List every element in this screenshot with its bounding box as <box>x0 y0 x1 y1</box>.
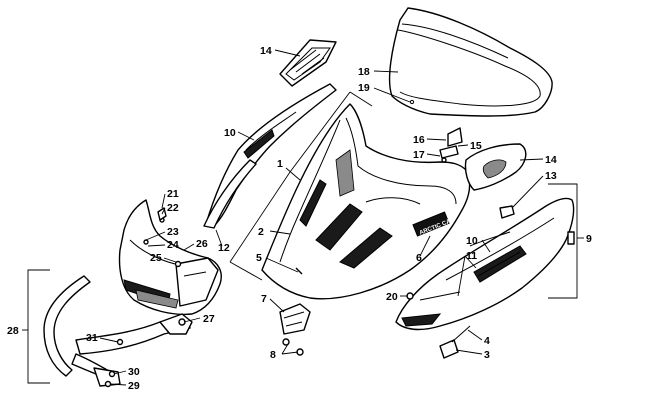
callout-30: 30 <box>128 366 140 378</box>
callout-21: 21 <box>167 188 179 200</box>
right-side-panel <box>395 197 575 331</box>
callout-20: 20 <box>386 291 398 303</box>
callout-26: 26 <box>196 238 208 250</box>
callout-24: 24 <box>167 239 179 251</box>
callout-2: 2 <box>258 226 264 238</box>
front-nose-panel <box>118 199 222 316</box>
callout-11: 11 <box>466 250 477 262</box>
callout-1: 1 <box>277 158 283 170</box>
callout-10-left: 10 <box>224 127 236 139</box>
callout-6: 6 <box>416 252 422 264</box>
callout-31: 31 <box>86 332 98 344</box>
callout-27: 27 <box>203 313 215 325</box>
callout-17: 17 <box>413 149 425 161</box>
callout-18: 18 <box>358 66 370 78</box>
top-vent-panel <box>279 39 337 87</box>
right-upper-vent <box>464 143 527 191</box>
callout-5: 5 <box>256 252 262 264</box>
callout-12: 12 <box>218 242 230 254</box>
front-bumper <box>43 275 193 387</box>
left-lower-trim <box>203 159 257 229</box>
callout-8: 8 <box>270 349 276 361</box>
leader-lines <box>22 49 584 386</box>
right-inner-trim <box>469 231 511 247</box>
callout-28: 28 <box>7 325 19 337</box>
callout-22: 22 <box>167 202 179 214</box>
callout-19: 19 <box>358 82 370 94</box>
callout-23: 23 <box>167 226 179 238</box>
windshield <box>388 7 553 117</box>
callout-labels: 14 18 19 10 16 15 17 14 1 13 21 22 23 2 … <box>7 45 592 392</box>
callout-15: 15 <box>470 140 482 152</box>
callout-10-right: 10 <box>466 235 478 247</box>
callout-16: 16 <box>413 134 425 146</box>
callout-3: 3 <box>484 349 490 361</box>
callout-29: 29 <box>128 380 140 392</box>
callout-25: 25 <box>150 252 162 264</box>
callout-14-top: 14 <box>260 45 272 57</box>
callout-13: 13 <box>545 170 557 182</box>
callout-14-right: 14 <box>545 154 557 166</box>
hood-assembly: ARCTIC CAT <box>261 103 471 300</box>
callout-9: 9 <box>586 233 592 245</box>
callout-4: 4 <box>484 335 490 347</box>
hinge-bracket <box>279 303 311 335</box>
callout-7: 7 <box>261 293 267 305</box>
